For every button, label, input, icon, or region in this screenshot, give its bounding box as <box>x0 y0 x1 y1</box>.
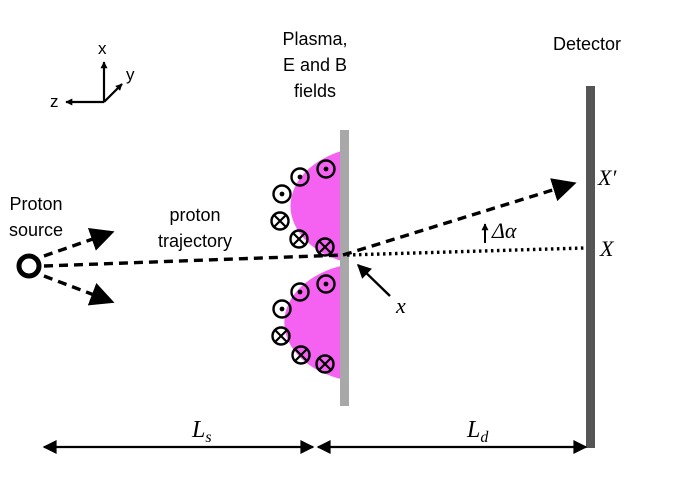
X-label: X <box>599 236 615 261</box>
dot-circle-icon <box>290 167 310 187</box>
dot-circle-icon <box>316 159 336 179</box>
dot-circle-icon <box>272 184 292 204</box>
cross-circle-icon <box>315 354 335 374</box>
detector-label: Detector <box>553 34 621 54</box>
Ls-label-subscript: s <box>205 429 211 446</box>
proton-source-icon <box>16 253 42 279</box>
cross-circle-icon <box>315 237 335 257</box>
x-pointer-arrow <box>356 264 391 297</box>
plasma-label-line2: E and B <box>283 55 347 75</box>
y-axis-arrow <box>103 83 123 103</box>
Ld-label-subscript: d <box>480 429 489 446</box>
plasma-lobe-lower <box>284 265 345 380</box>
Ld-label-main: L <box>466 417 480 443</box>
Ls-label-main: L <box>191 417 205 443</box>
cross-circle-icon <box>291 345 311 365</box>
plasma-label-line3: fields <box>294 81 336 101</box>
delta-alpha-label: Δα <box>491 218 517 243</box>
plasma-label-line1: Plasma, <box>282 29 347 49</box>
plasma-screen <box>340 130 349 406</box>
trajectory-label-line1: proton <box>169 205 220 225</box>
Ld-label: Ld <box>466 417 489 446</box>
dot-circle-icon <box>290 282 310 302</box>
deflected-trajectory <box>342 178 577 257</box>
x-position-label: x <box>395 293 406 318</box>
Ls-label: Ls <box>191 417 212 446</box>
X-prime-label: X′ <box>597 165 617 190</box>
cross-circle-icon <box>270 211 290 231</box>
source-ray-upper <box>43 227 115 258</box>
dot-circle-icon <box>316 274 336 294</box>
cross-circle-icon <box>289 229 309 249</box>
proton-trajectory <box>43 253 344 268</box>
y-axis-label: y <box>126 65 135 84</box>
detector-plate <box>586 86 595 448</box>
proton-source-label-line1: Proton <box>9 194 62 214</box>
dot-circle-icon <box>272 299 292 319</box>
z-axis-label: z <box>50 92 59 111</box>
trajectory-label-line2: trajectory <box>158 231 232 251</box>
proton-source-label-line2: source <box>9 220 63 240</box>
undeflected-trajectory <box>346 246 585 257</box>
x-axis-label: x <box>98 39 107 58</box>
source-ray-lower <box>43 274 115 306</box>
cross-circle-icon <box>271 326 291 346</box>
coordinate-axes: x y z <box>50 39 135 111</box>
field-symbols <box>270 159 336 374</box>
